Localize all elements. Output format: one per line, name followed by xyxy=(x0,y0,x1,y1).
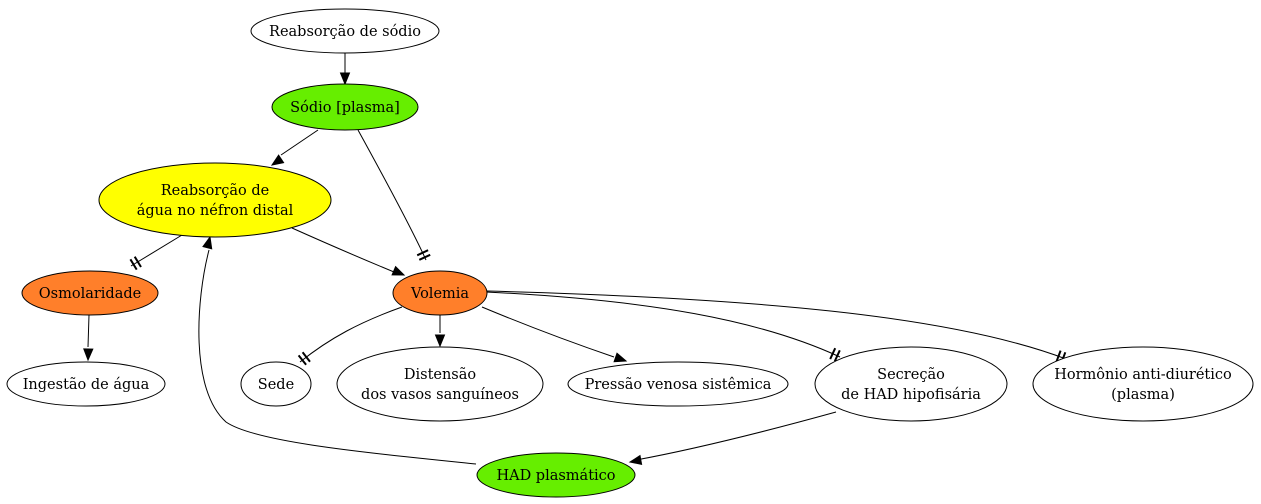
edges-layer xyxy=(83,53,1067,466)
node-label: Osmolaridade xyxy=(39,286,141,302)
node-sede: Sede xyxy=(240,361,312,407)
arrowhead xyxy=(202,235,213,250)
node-label: HAD plasmático xyxy=(496,468,615,484)
node-shape xyxy=(250,8,440,54)
negative-link-tick xyxy=(416,249,429,257)
edge-secrecao-had-to-had-plasmatico xyxy=(628,411,837,466)
node-shape xyxy=(567,361,789,407)
edge-osmolaridade-to-ingestao-agua xyxy=(83,314,94,362)
node-label: Secreção xyxy=(877,367,945,383)
arrowhead xyxy=(613,352,628,363)
node-label: Ingestão de água xyxy=(23,377,150,393)
node-reabsorcao-agua: Reabsorção de água no néfron distal xyxy=(98,162,332,238)
node-shape xyxy=(392,270,488,316)
edge-line xyxy=(485,291,841,358)
node-distensao: Distensão dos vasos sanguíneos xyxy=(336,346,544,422)
node-label: dos vasos sanguíneos xyxy=(361,387,519,403)
arrowhead xyxy=(391,265,406,276)
node-sodio-plasma: Sódio [plasma] xyxy=(271,83,419,131)
edge-line xyxy=(198,249,477,465)
node-label: Sede xyxy=(258,377,294,393)
node-label: Distensão xyxy=(404,367,476,383)
node-secrecao-had: Secreção de HAD hipofisária xyxy=(814,346,1008,422)
node-osmolaridade: Osmolaridade xyxy=(21,270,159,316)
edge-volemia-to-pressao-venosa xyxy=(481,306,628,363)
node-reabsorcao-sodio: Reabsorção de sódio xyxy=(250,8,440,54)
node-hormonio-antidiuretico: Hormônio anti-diurético (plasma) xyxy=(1032,346,1254,422)
arrowhead xyxy=(434,334,446,348)
node-label: (plasma) xyxy=(1111,387,1175,403)
edge-line xyxy=(299,306,403,363)
edge-line xyxy=(635,411,837,461)
edge-line xyxy=(481,306,615,358)
edge-volemia-to-hormonio-antidiuretico xyxy=(486,290,1067,364)
arrowhead xyxy=(83,348,94,362)
node-shape xyxy=(271,83,419,131)
edge-had-plasmatico-to-reabsorcao-agua xyxy=(198,235,477,465)
edge-line xyxy=(130,234,183,267)
node-shape xyxy=(21,270,159,316)
edge-volemia-to-secrecao-had xyxy=(485,291,841,362)
node-label: Volemia xyxy=(410,286,469,302)
edge-reabsorcao-agua-to-osmolaridade xyxy=(129,234,183,271)
negative-link-tick xyxy=(301,351,311,363)
edge-sodio-plasma-to-reabsorcao-agua xyxy=(270,129,319,166)
negative-link-tick xyxy=(418,253,431,261)
negative-link-tick xyxy=(129,258,138,271)
edge-line xyxy=(486,290,1067,360)
node-shape xyxy=(476,452,636,498)
node-label: água no néfron distal xyxy=(137,203,294,219)
arrowhead xyxy=(270,154,285,166)
node-pressao-venosa: Pressão venosa sistêmica xyxy=(567,361,789,407)
edge-line xyxy=(280,129,319,156)
node-shape xyxy=(336,346,544,422)
edge-line xyxy=(291,227,395,273)
node-label: Hormônio anti-diurético xyxy=(1054,367,1232,383)
node-label: de HAD hipofisária xyxy=(841,387,981,403)
node-label: Reabsorção de sódio xyxy=(269,24,421,40)
negative-link-tick xyxy=(1055,350,1062,363)
node-label: Reabsorção de xyxy=(161,183,270,199)
node-shape xyxy=(98,162,332,238)
arrowhead xyxy=(339,72,351,86)
edge-volemia-to-sede xyxy=(297,306,403,366)
edge-reabsorcao-sodio-to-sodio-plasma xyxy=(339,53,351,86)
node-shape xyxy=(240,361,312,407)
node-shape xyxy=(1032,346,1254,422)
node-shape xyxy=(6,361,166,407)
negative-link-tick xyxy=(133,256,142,268)
edge-line xyxy=(87,314,90,348)
negative-link-tick xyxy=(829,347,837,360)
edge-volemia-to-distensao xyxy=(434,315,446,348)
negative-link-tick xyxy=(833,349,841,362)
node-ingestao-agua: Ingestão de água xyxy=(6,361,166,407)
node-shape xyxy=(814,346,1008,422)
negative-link-tick xyxy=(297,354,307,366)
edge-sodio-plasma-to-volemia xyxy=(357,129,431,261)
edge-line xyxy=(357,129,427,261)
node-volemia: Volemia xyxy=(392,270,488,316)
node-label: Pressão venosa sistêmica xyxy=(585,377,772,393)
arrowhead xyxy=(628,454,643,466)
node-had-plasmatico: HAD plasmático xyxy=(476,452,636,498)
edge-reabsorcao-agua-to-volemia xyxy=(291,227,406,276)
node-label: Sódio [plasma] xyxy=(290,100,400,116)
